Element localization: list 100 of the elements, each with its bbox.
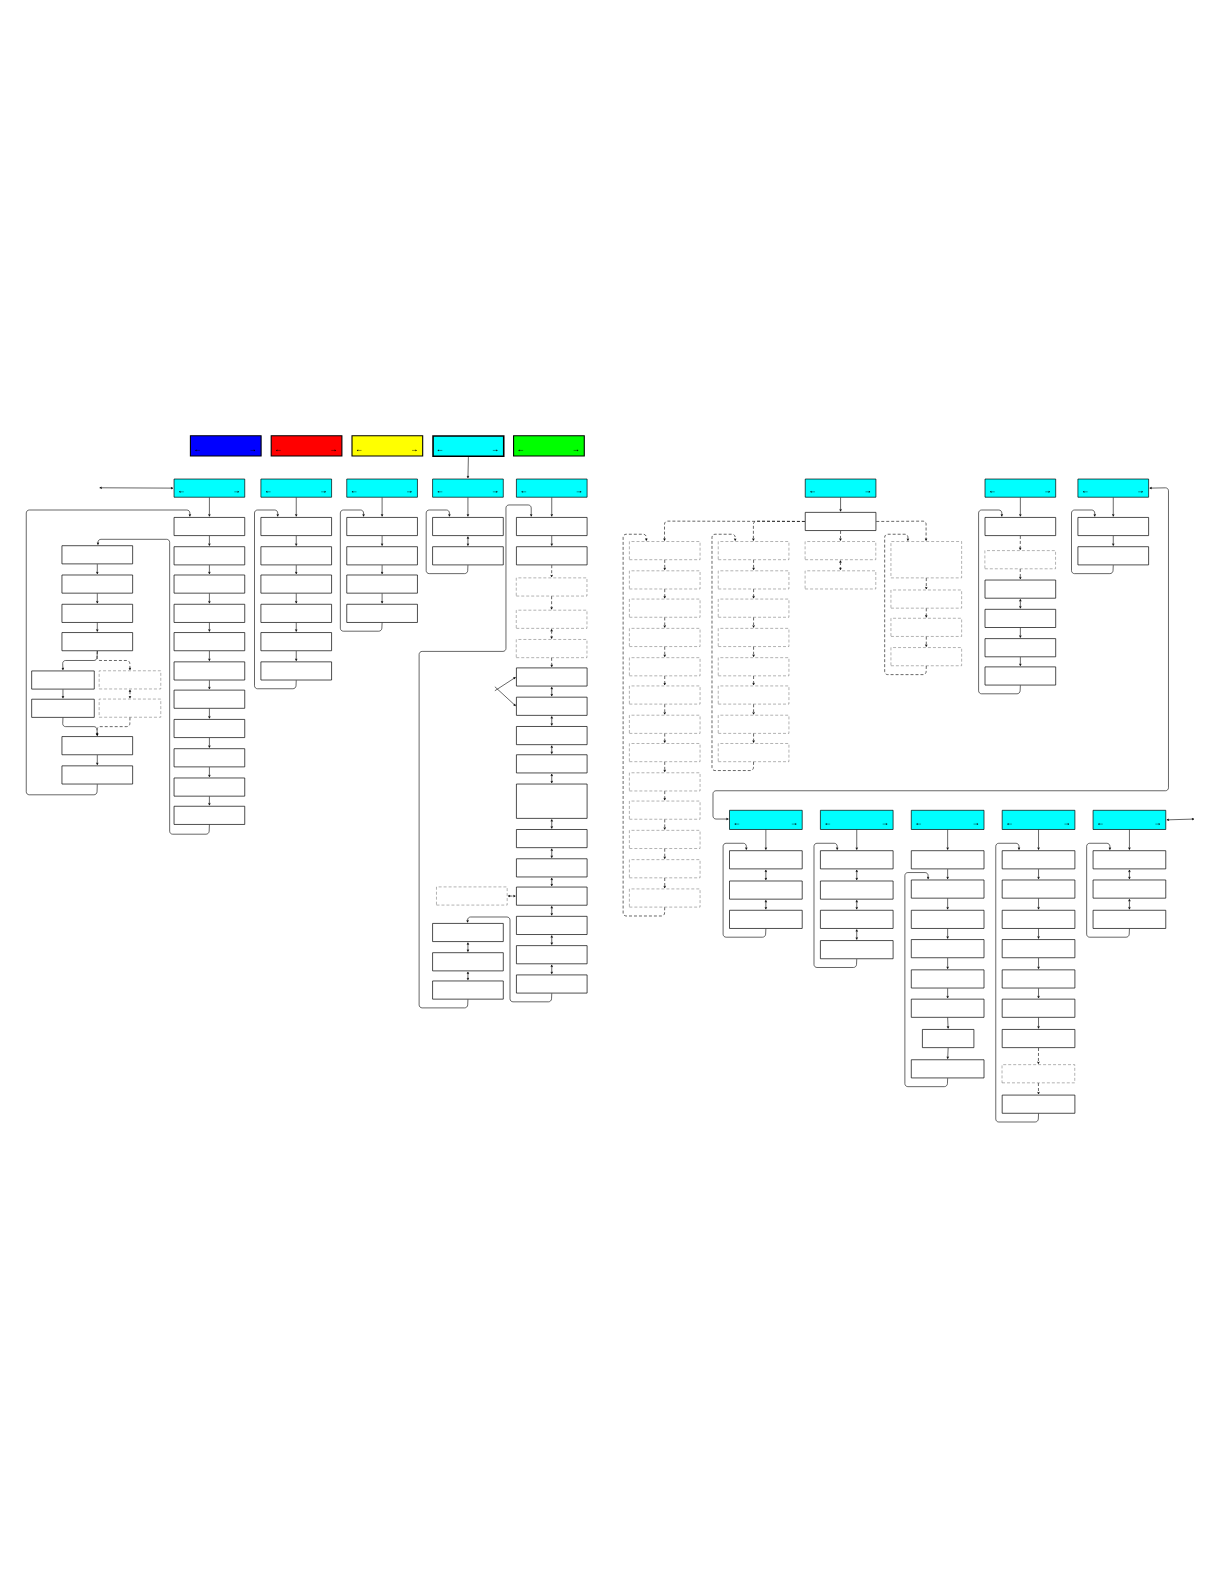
arrow xyxy=(295,497,298,517)
arrow xyxy=(839,497,842,512)
dashed-box xyxy=(629,888,701,908)
process-box xyxy=(260,517,332,536)
process-box xyxy=(173,574,246,594)
process-box xyxy=(1092,850,1167,870)
arrow xyxy=(663,559,666,571)
process-box xyxy=(432,980,504,1000)
arrow xyxy=(128,689,132,699)
arrow xyxy=(752,733,755,743)
dashed-box xyxy=(890,541,962,579)
arrow xyxy=(550,657,553,668)
arrow xyxy=(1019,568,1022,580)
arrow xyxy=(208,708,211,719)
dashed-box xyxy=(718,743,790,762)
dashed-box xyxy=(804,570,876,590)
process-box xyxy=(346,603,418,623)
process-box xyxy=(984,579,1057,599)
arrow xyxy=(764,829,767,850)
arrow xyxy=(946,1047,949,1059)
process-box xyxy=(910,939,985,959)
process-box xyxy=(910,879,985,899)
arrow xyxy=(813,843,858,968)
arrow xyxy=(208,535,211,546)
process-box xyxy=(1077,546,1149,566)
arrow xyxy=(1037,1047,1040,1064)
header-box xyxy=(346,478,418,498)
arrow xyxy=(752,646,755,657)
arrow xyxy=(425,509,469,574)
arrow xyxy=(946,898,949,910)
arrow xyxy=(839,560,842,571)
arrow xyxy=(208,796,211,806)
arrow xyxy=(550,773,553,784)
process-box xyxy=(173,719,246,738)
process-box xyxy=(432,952,504,972)
arrow xyxy=(208,497,211,517)
process-box xyxy=(516,974,588,994)
dashed-box xyxy=(516,577,588,597)
arrow xyxy=(1112,535,1115,546)
arrow xyxy=(418,504,533,1009)
dashed-box xyxy=(718,715,790,734)
header-box xyxy=(189,435,262,457)
header-box xyxy=(910,809,985,830)
arrow xyxy=(466,971,470,981)
dashed-box xyxy=(718,570,790,590)
arrow xyxy=(96,717,131,736)
dashed-box xyxy=(890,618,962,637)
process-box xyxy=(820,940,894,960)
process-box xyxy=(173,517,246,536)
process-box xyxy=(173,661,246,681)
process-box xyxy=(173,603,246,623)
process-box xyxy=(516,916,588,935)
process-box xyxy=(432,923,504,942)
arrow xyxy=(663,617,666,628)
arrow xyxy=(663,819,666,830)
dashed-box xyxy=(98,698,161,718)
arrow xyxy=(1019,535,1022,550)
arrow xyxy=(381,564,384,575)
arrow xyxy=(550,848,553,858)
arrow xyxy=(62,717,99,736)
arrow xyxy=(622,533,665,917)
arrow xyxy=(752,675,755,686)
dashed-box xyxy=(629,628,701,647)
header-box xyxy=(432,435,505,458)
arrow xyxy=(208,650,211,662)
arrow xyxy=(254,509,297,690)
arrow xyxy=(1037,1017,1040,1029)
arrow xyxy=(946,988,949,999)
arrow xyxy=(96,622,99,632)
dashed-box xyxy=(984,550,1056,569)
dashed-box xyxy=(98,670,161,690)
arrow xyxy=(1037,868,1040,880)
arrow xyxy=(946,829,949,850)
process-box xyxy=(910,850,985,870)
arrow xyxy=(764,899,767,910)
arrow xyxy=(904,872,948,1087)
arrow xyxy=(550,906,553,916)
process-box xyxy=(516,783,588,819)
process-box xyxy=(173,632,246,652)
arrow xyxy=(381,497,384,517)
process-box xyxy=(260,603,332,623)
dashed-box xyxy=(629,859,701,879)
arrow xyxy=(752,588,755,599)
process-box xyxy=(61,545,133,565)
arrow xyxy=(295,622,298,632)
arrow xyxy=(295,564,298,575)
arrow xyxy=(550,716,553,726)
process-box xyxy=(173,748,246,768)
process-box xyxy=(61,765,133,785)
dashed-box xyxy=(629,800,701,820)
arrow xyxy=(1128,829,1131,850)
arrow xyxy=(550,564,553,578)
arrow xyxy=(466,497,470,517)
process-box xyxy=(1001,998,1076,1018)
arrow xyxy=(1037,957,1040,970)
arrow xyxy=(925,636,928,647)
arrow xyxy=(550,629,553,639)
arrow xyxy=(1037,928,1040,939)
arrow xyxy=(340,509,383,632)
process-box xyxy=(516,667,588,687)
